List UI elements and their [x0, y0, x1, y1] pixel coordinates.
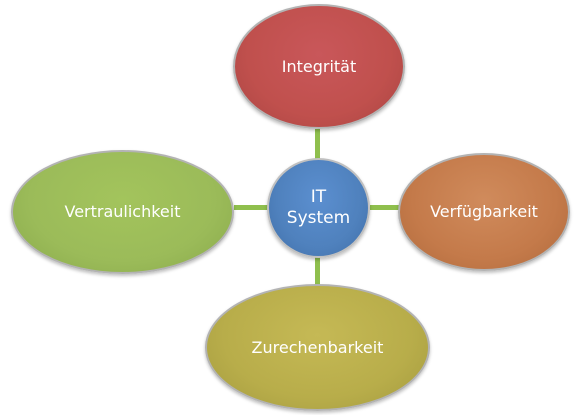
node-it-system: IT System — [267, 158, 370, 258]
connector-right — [370, 205, 399, 210]
node-it-system-label: IT System — [286, 186, 351, 228]
node-verfuegbarkeit: Verfügbarkeit — [398, 153, 570, 271]
node-integritaet: Integrität — [233, 4, 405, 129]
connector-bottom — [315, 257, 320, 285]
node-vertraulichkeit: Vertraulichkeit — [11, 150, 234, 274]
connector-left — [234, 205, 268, 210]
node-zurechenbarkeit-label: Zurechenbarkeit — [251, 337, 384, 357]
node-zurechenbarkeit: Zurechenbarkeit — [205, 284, 430, 411]
node-vertraulichkeit-label: Vertraulichkeit — [64, 202, 181, 222]
node-verfuegbarkeit-label: Verfügbarkeit — [430, 202, 538, 222]
node-integritaet-label: Integrität — [281, 56, 357, 76]
connector-top — [315, 129, 320, 160]
